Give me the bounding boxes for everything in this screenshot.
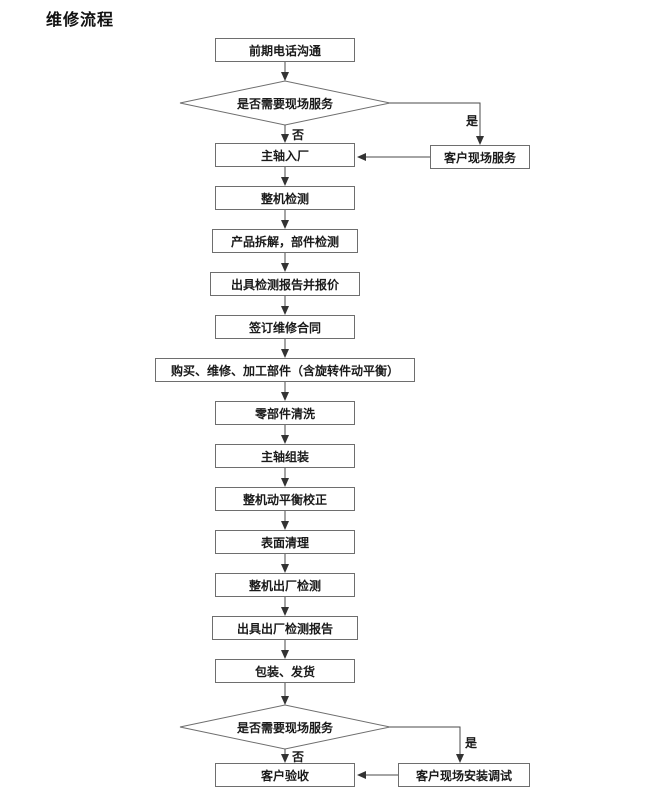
node-step-machine-inspection: 整机检测 <box>215 186 355 210</box>
node-step-surface-cleaning: 表面清理 <box>215 530 355 554</box>
node-start: 前期电话沟通 <box>215 38 355 62</box>
node-step-outgoing-inspection-report: 出具出厂检测报告 <box>212 616 358 640</box>
node-step-purchase-repair-machining: 购买、维修、加工部件（含旋转件动平衡） <box>155 358 415 382</box>
node-customer-onsite-install-debug: 客户现场安装调试 <box>398 763 530 787</box>
node-step-dynamic-balance-correction: 整机动平衡校正 <box>215 487 355 511</box>
page-title: 维修流程 <box>46 10 115 29</box>
decision2-yes-label: 是 <box>465 736 478 750</box>
node-step-spindle-assembly: 主轴组装 <box>215 444 355 468</box>
node-step-packing-shipping: 包装、发货 <box>215 659 355 683</box>
node-step-outgoing-inspection: 整机出厂检测 <box>215 573 355 597</box>
decision1-no-label: 否 <box>292 128 305 142</box>
node-step-spindle-arrival: 主轴入厂 <box>215 143 355 167</box>
node-customer-acceptance: 客户验收 <box>215 763 355 787</box>
node-step-disassembly-inspection: 产品拆解，部件检测 <box>212 229 358 253</box>
node-step-sign-repair-contract: 签订维修合同 <box>215 315 355 339</box>
node-decision-onsite-1: 是否需要现场服务 <box>236 96 333 111</box>
node-customer-onsite-service: 客户现场服务 <box>430 145 530 169</box>
decision2-no-label: 否 <box>292 750 305 764</box>
node-step-inspection-report-quote: 出具检测报告并报价 <box>210 272 360 296</box>
decision1-yes-label: 是 <box>466 114 479 128</box>
node-step-parts-cleaning: 零部件清洗 <box>215 401 355 425</box>
node-decision-onsite-2: 是否需要现场服务 <box>236 720 333 735</box>
